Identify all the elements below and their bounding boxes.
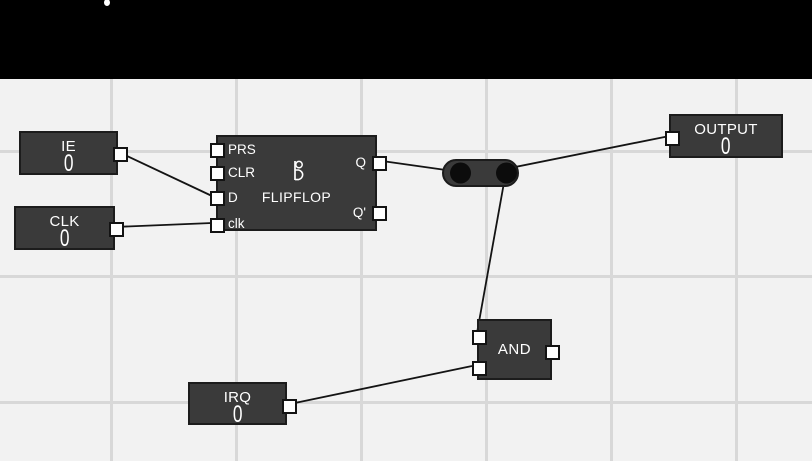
component-label: OUTPUT	[694, 121, 758, 138]
grid-line	[0, 275, 812, 278]
component-label: CLK	[49, 213, 80, 230]
wire-junction-to-and-in1[interactable]	[476, 176, 506, 334]
port-and-in1[interactable]	[471, 330, 487, 345]
component-output[interactable]: OUTPUT 0	[664, 114, 783, 160]
component-value: 0	[63, 150, 74, 177]
junction-dot	[496, 162, 517, 184]
top-bar-dot-icon	[104, 0, 110, 6]
component-flipflop[interactable]: PRS CLR D clk Q Q' FLIPFLOP	[209, 135, 387, 233]
component-value: 0	[721, 133, 731, 160]
port-output-in[interactable]	[664, 131, 680, 146]
port-irq-out[interactable]	[282, 398, 297, 414]
port-label-clk: clk	[228, 216, 245, 231]
port-label-q-not: Q'	[352, 205, 366, 220]
wire-irq-to-and-in2[interactable]	[289, 365, 473, 405]
port-ff-d[interactable]	[209, 190, 225, 206]
component-label: IE	[61, 138, 76, 155]
port-and-in2[interactable]	[471, 360, 487, 376]
port-label-clr: CLR	[228, 165, 256, 180]
port-ie-out[interactable]	[113, 146, 128, 162]
port-label-prs: PRS	[228, 142, 256, 157]
component-value: 0	[59, 225, 70, 252]
grid-line	[0, 400, 812, 404]
component-label: AND	[497, 341, 532, 358]
grid-line	[234, 79, 238, 461]
component-and[interactable]: AND	[471, 319, 560, 380]
grid-line	[609, 79, 613, 461]
port-ff-q[interactable]	[371, 155, 387, 171]
port-label-q: Q	[355, 155, 366, 170]
d-flipflop-icon	[294, 160, 304, 181]
grid-line	[359, 79, 363, 461]
wire-junction-to-output[interactable]	[504, 135, 668, 170]
wire-clk-to-ff-clk[interactable]	[114, 222, 213, 228]
wire-junction[interactable]	[442, 159, 519, 187]
component-label: IRQ	[223, 389, 252, 406]
component-ie[interactable]: IE 0	[19, 131, 128, 177]
grid-line	[109, 79, 113, 461]
port-clk-out[interactable]	[109, 221, 124, 237]
grid-line	[484, 79, 488, 461]
port-ff-prs[interactable]	[209, 142, 225, 158]
component-value: 0	[232, 401, 243, 428]
port-label-d: D	[228, 190, 238, 205]
junction-dot	[450, 162, 471, 184]
component-clk[interactable]: CLK 0	[14, 206, 124, 252]
port-and-out[interactable]	[545, 345, 560, 360]
wire-ie-to-ff-d[interactable]	[118, 151, 213, 197]
port-ff-q-not[interactable]	[371, 205, 387, 221]
top-bar	[0, 0, 812, 79]
component-label: FLIPFLOP	[261, 189, 332, 205]
port-ff-clk[interactable]	[209, 217, 225, 233]
grid-line	[734, 79, 738, 461]
grid-line	[0, 149, 812, 153]
port-ff-clr[interactable]	[209, 165, 225, 181]
component-irq[interactable]: IRQ 0	[188, 382, 297, 428]
